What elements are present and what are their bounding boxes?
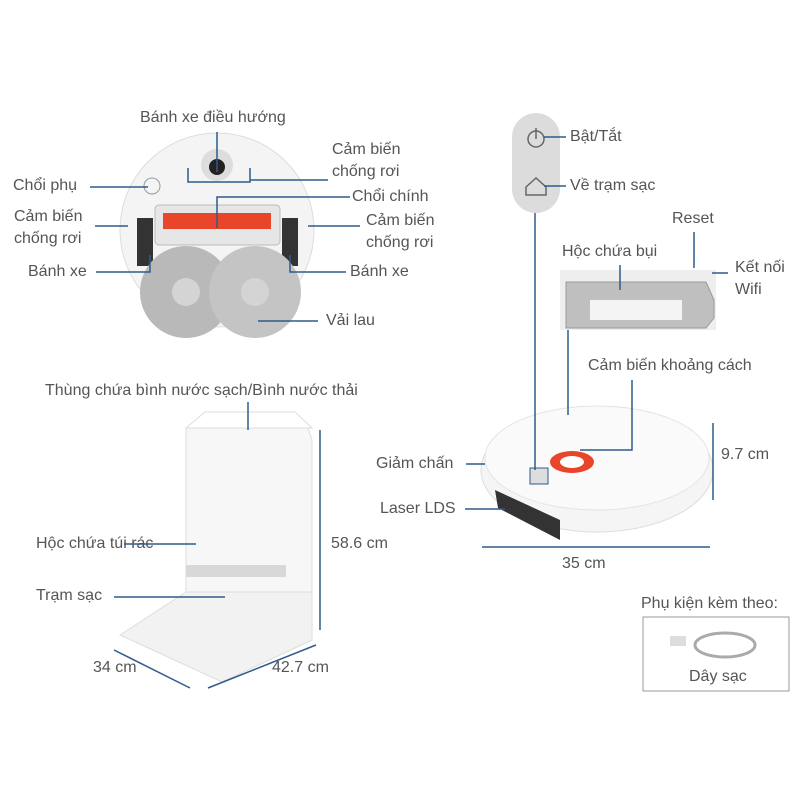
docking-station	[118, 411, 314, 683]
cable-label: Dây sạc	[689, 668, 747, 685]
station-width-label: 34 cm	[93, 659, 137, 676]
leader-lines	[90, 132, 728, 689]
cliff-sensor-left-label-1: Cảm biến	[14, 208, 83, 225]
cliff-sensor-right-label-2: chống rơi	[366, 234, 434, 251]
tank-label: Thùng chứa bình nước sạch/Bình nước thải	[45, 382, 358, 399]
reset-label: Reset	[672, 210, 714, 227]
station-height-label: 58.6 cm	[331, 535, 388, 552]
cliff-sensor-left-label-2: chống rơi	[14, 230, 82, 247]
power-label: Bật/Tắt	[570, 128, 622, 145]
robot-diameter-label: 35 cm	[562, 555, 606, 572]
dustbin-label: Hộc chứa bụi	[562, 243, 658, 260]
wifi-label-2: Wifi	[735, 281, 762, 298]
mop-label: Vải lau	[326, 312, 375, 329]
wheel-left-label: Bánh xe	[28, 263, 87, 280]
charger-label: Trạm sạc	[36, 587, 103, 604]
accessory-box	[642, 616, 790, 692]
dustbin	[560, 270, 716, 330]
laser-label: Laser LDS	[380, 500, 456, 517]
robot-bottom-view	[119, 132, 315, 338]
robot-top-view	[480, 405, 714, 540]
cliff-sensor-right-label-1: Cảm biến	[366, 212, 435, 229]
distance-sensor-label: Cảm biến khoảng cách	[588, 357, 752, 374]
wheel-right-label: Bánh xe	[350, 263, 409, 280]
accessories-title: Phụ kiện kèm theo:	[641, 595, 778, 612]
station-depth-label: 42.7 cm	[272, 659, 329, 676]
bumper-label: Giảm chấn	[376, 455, 454, 472]
wifi-label-1: Kết nối	[735, 259, 785, 276]
home-label: Về trạm sạc	[570, 177, 656, 194]
cliff-sensor-top-label-2: chống rơi	[332, 163, 400, 180]
main-brush-label: Chổi chính	[352, 188, 429, 205]
side-brush-label: Chổi phụ	[13, 177, 78, 194]
control-panel	[512, 113, 560, 213]
nav-wheel-label: Bánh xe điều hướng	[140, 109, 286, 126]
bag-label: Hộc chứa túi rác	[36, 535, 154, 552]
cliff-sensor-top-label-1: Cảm biến	[332, 141, 401, 158]
robot-height-label: 9.7 cm	[721, 446, 770, 463]
